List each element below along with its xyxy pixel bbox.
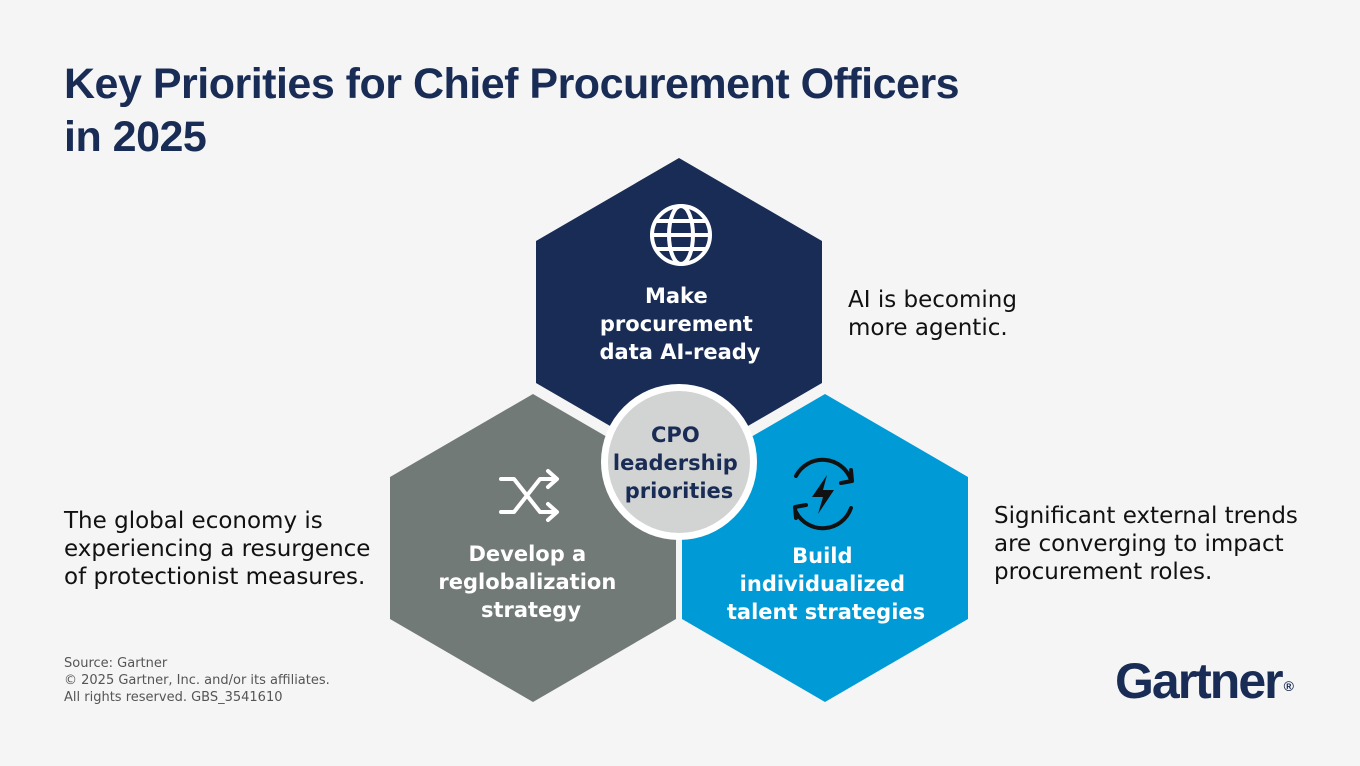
center-line-1: CPO [651,423,700,447]
page-title: Key Priorities for Chief Procurement Off… [64,58,1064,164]
center-circle: CPO leadership priorities [601,384,757,540]
hexagon-left-line-1: Develop a [468,542,586,566]
center-line-3: priorities [625,479,734,503]
note-ai-agentic: AI is becoming more agentic. [848,286,1017,342]
note-ai-line-2: more agentic. [848,315,1008,341]
note-economy-line-1: The global economy is [64,508,323,534]
hexagon-ai-ready: Make procurement data AI-ready [536,158,822,466]
lightning-refresh-icon [793,457,854,531]
hexagon-top-line-3: data AI-ready [600,340,761,364]
note-trends-line-1: Significant external trends [994,503,1298,529]
svg-text:Develop a reglobalizatio: Develop a reglobalization strategy [438,542,623,622]
note-global-economy: The global economy is experiencing a res… [64,507,370,591]
svg-text:CPO leadership pri: CPO leadership priorities [613,423,745,503]
center-line-2: leadership [613,451,738,475]
gartner-logo: Gartner® [1115,652,1294,710]
footnote-copyright: © 2025 Gartner, Inc. and/or its affiliat… [64,673,330,688]
gartner-logo-text: Gartner [1115,653,1284,709]
note-trends-line-3: procurement roles. [994,559,1213,585]
page-title-line-2: in 2025 [64,113,207,161]
svg-text:Make procurement d: Make procurement data AI-ready [600,284,761,364]
globe-icon [650,204,712,266]
source-footnote: Source: Gartner © 2025 Gartner, Inc. and… [64,655,330,706]
registered-mark: ® [1283,678,1294,694]
hexagon-left-line-2: reglobalization [438,570,616,594]
note-economy-line-3: of protectionist measures. [64,564,366,590]
hexagon-right-line-3: talent strategies [727,600,925,624]
svg-text:Build individualized: Build individualized talent strategies [727,544,925,624]
hexagon-left-line-3: strategy [481,598,581,622]
hexagon-top-line-2: procurement [600,312,753,336]
hexagon-right-line-2: individualized [740,572,905,596]
note-ai-line-1: AI is becoming [848,287,1017,313]
note-economy-line-2: experiencing a resurgence [64,536,371,562]
footnote-rights: All rights reserved. GBS_3541610 [64,690,283,705]
note-trends-line-2: are converging to impact [994,531,1284,557]
footnote-source: Source: Gartner [64,656,168,671]
page-title-line-1: Key Priorities for Chief Procurement Off… [64,60,960,108]
hexagon-right-line-1: Build [792,544,852,568]
note-external-trends: Significant external trends are convergi… [994,502,1298,586]
hexagon-top-line-1: Make [645,284,708,308]
shuffle-icon [499,469,559,522]
hexagon-top-shape [536,158,822,466]
